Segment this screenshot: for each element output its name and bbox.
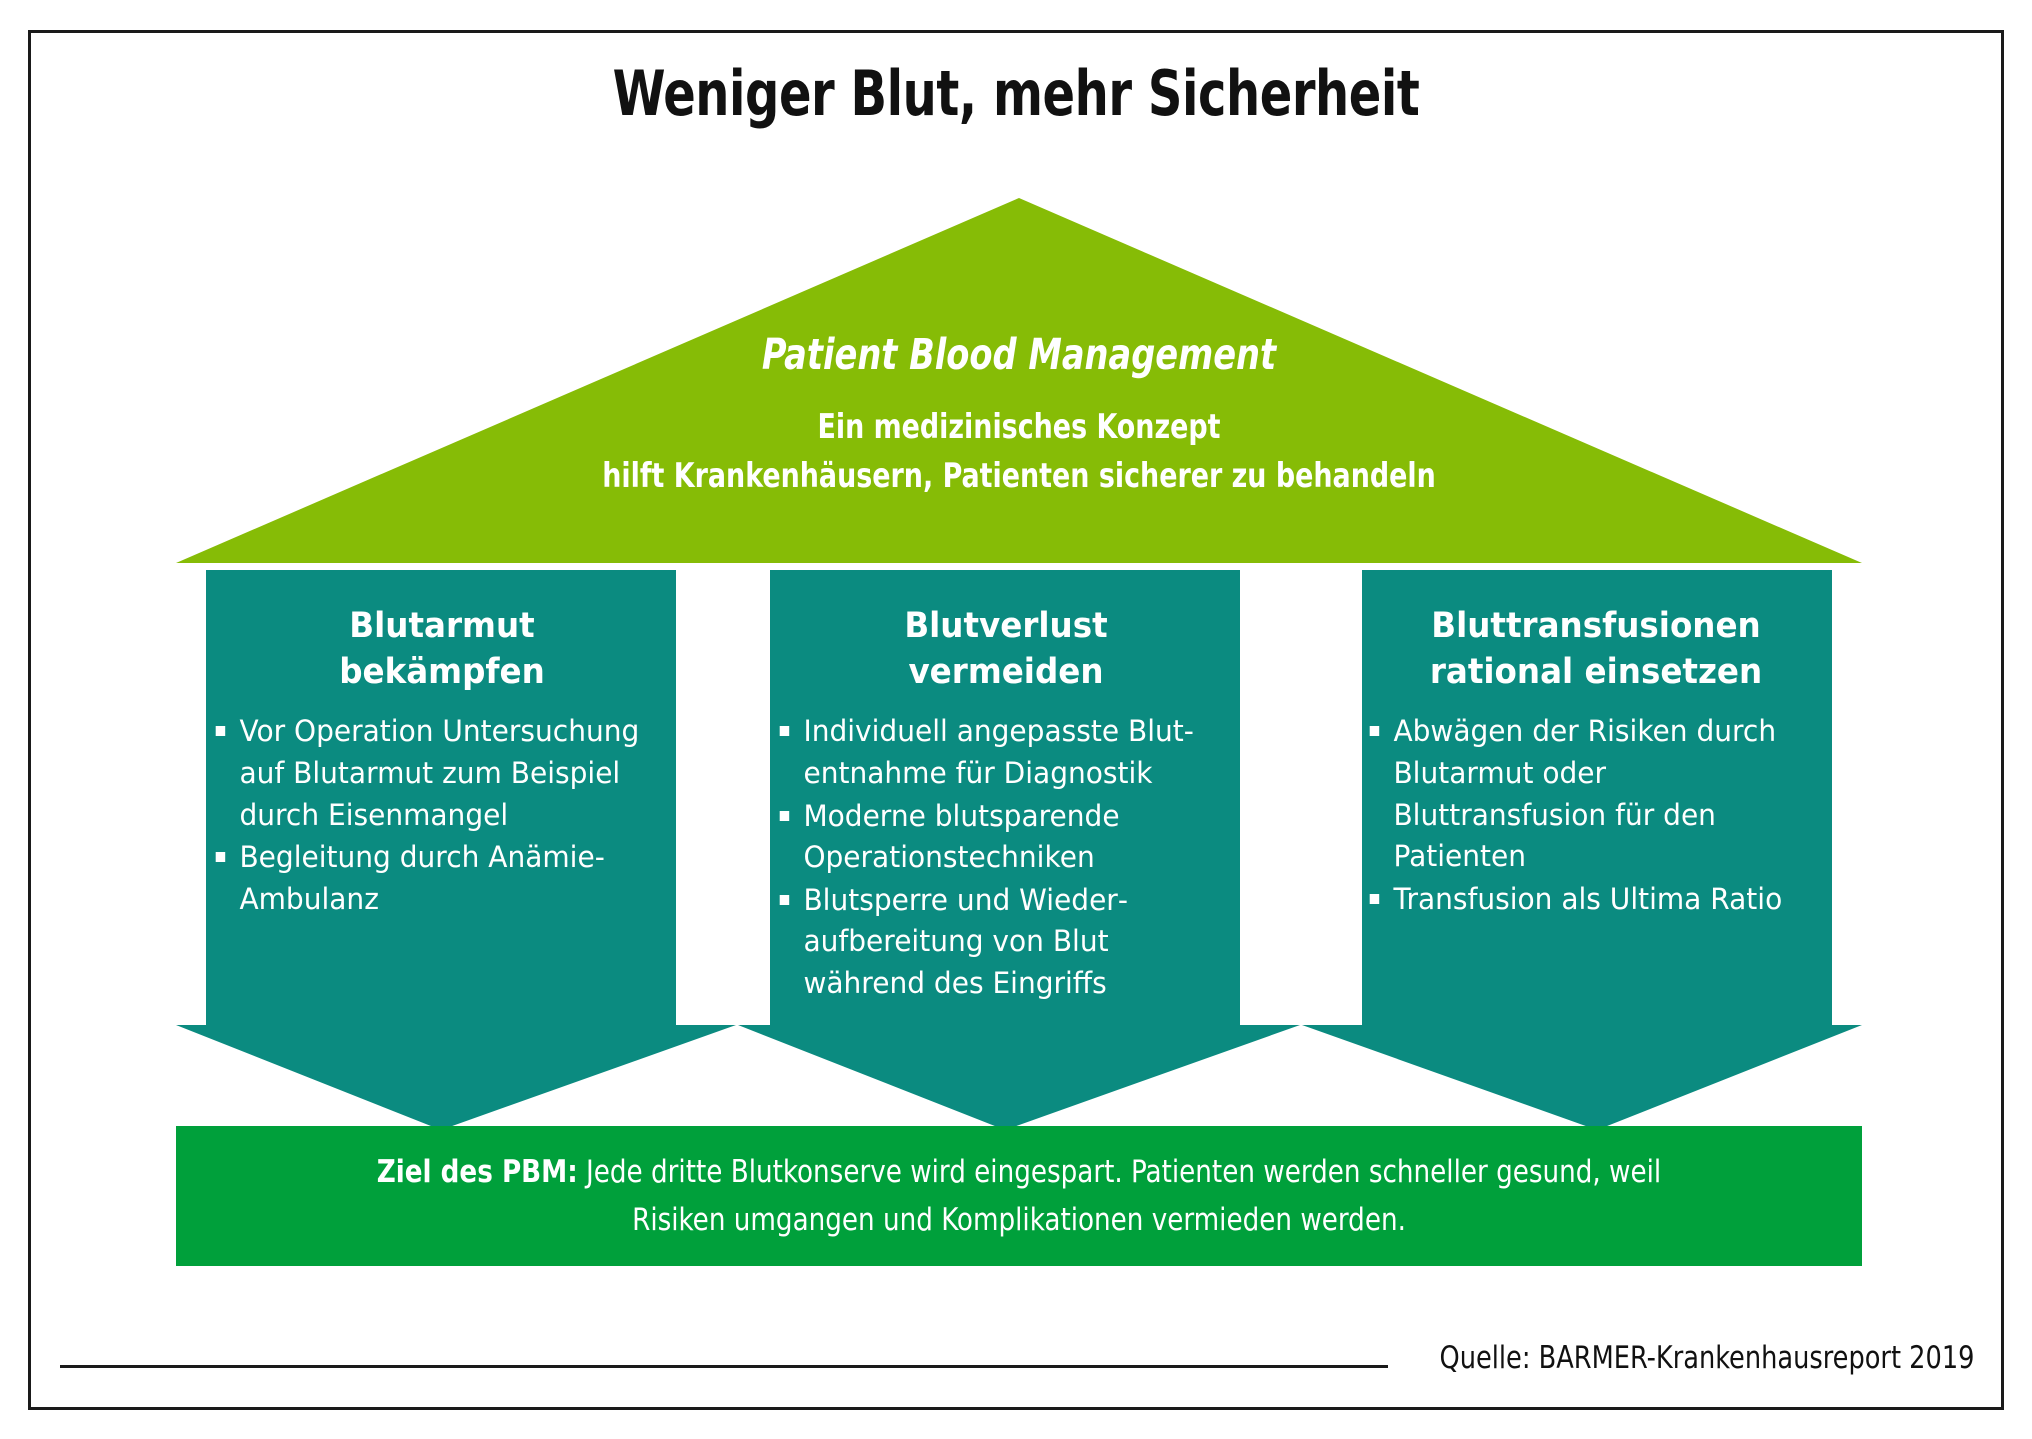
source-note: Quelle: BARMER-Krankenhausreport 2019 [1439,1340,1974,1376]
pillar-content: Blutverlust vermeiden Individuell angepa… [738,570,1300,1006]
pillar-blutverlust-vermeiden: Blutverlust vermeiden Individuell angepa… [738,570,1300,1130]
pillar-bullet-list: Vor Operation Unter­suchung auf Blutarmu… [210,711,674,920]
pillar-heading: Blutarmut bekämpfen [226,603,658,695]
goal-description: Jede dritte Blutkonserve wird eingespart… [577,1153,1662,1238]
down-arrow-pillar-icon [176,570,736,1130]
page-title: Weniger Blut, mehr Sicherheit [612,57,1420,130]
pillar-heading-line-2: rational einsetzen [1429,652,1763,693]
down-arrow-pillar-icon [738,570,1300,1130]
list-item: Blutsperre und Wieder­aufbereitung von B… [774,880,1215,1005]
pillar-content: Blutarmut bekämpfen Vor Operation Unter­… [176,570,736,921]
list-item: Vor Operation Unter­suchung auf Blutarmu… [210,711,651,836]
pillar-heading-line-1: Blutarmut [349,606,535,646]
pillar-bullet-list: Abwägen der Risiken durch Blutarmut oder… [1364,711,1828,920]
goal-label: Ziel des PBM: [376,1153,578,1190]
pillar-heading-line-1: Blutverlust [904,606,1108,646]
down-arrow-pillar-icon [1302,570,1862,1130]
list-item: Moderne blutsparende Operationstechniken [774,796,1215,879]
list-item: Abwägen der Risiken durch Blutarmut oder… [1364,711,1805,877]
list-item: Begleitung durch Anämie-Ambulanz [210,837,651,920]
pillar-content: Bluttransfusionen rational einsetzen Abw… [1302,570,1862,921]
pillar-heading-line-2: vermeiden [908,652,1104,693]
roof-shape: Patient Blood Management Ein medizinisch… [176,198,1862,563]
roof-triangle-icon [176,198,1862,563]
pillar-blutarmut-bekaempfen: Blutarmut bekämpfen Vor Operation Unter­… [176,570,736,1130]
pillar-bullet-list: Individuell angepasste Blut­entnahme für… [774,711,1238,1004]
source-divider [60,1365,1388,1368]
list-item: Transfusion als Ultima Ratio [1364,879,1805,921]
pillar-bluttransfusionen-rational-einsetzen: Bluttransfusionen rational einsetzen Abw… [1302,570,1862,1130]
pillar-heading: Bluttransfusionen rational einsetzen [1380,603,1812,695]
pillars-group: Blutarmut bekämpfen Vor Operation Unter­… [176,570,1862,1130]
pillar-heading: Blutverlust vermeiden [790,603,1222,695]
goal-text: Ziel des PBM: Jede dritte Blutkonserve w… [333,1148,1705,1244]
pillar-heading-line-1: Bluttransfusionen [1431,606,1761,646]
list-item: Individuell angepasste Blut­entnahme für… [774,711,1215,794]
goal-bar: Ziel des PBM: Jede dritte Blutkonserve w… [176,1126,1862,1266]
pillar-heading-line-2: bekämpfen [339,652,545,693]
